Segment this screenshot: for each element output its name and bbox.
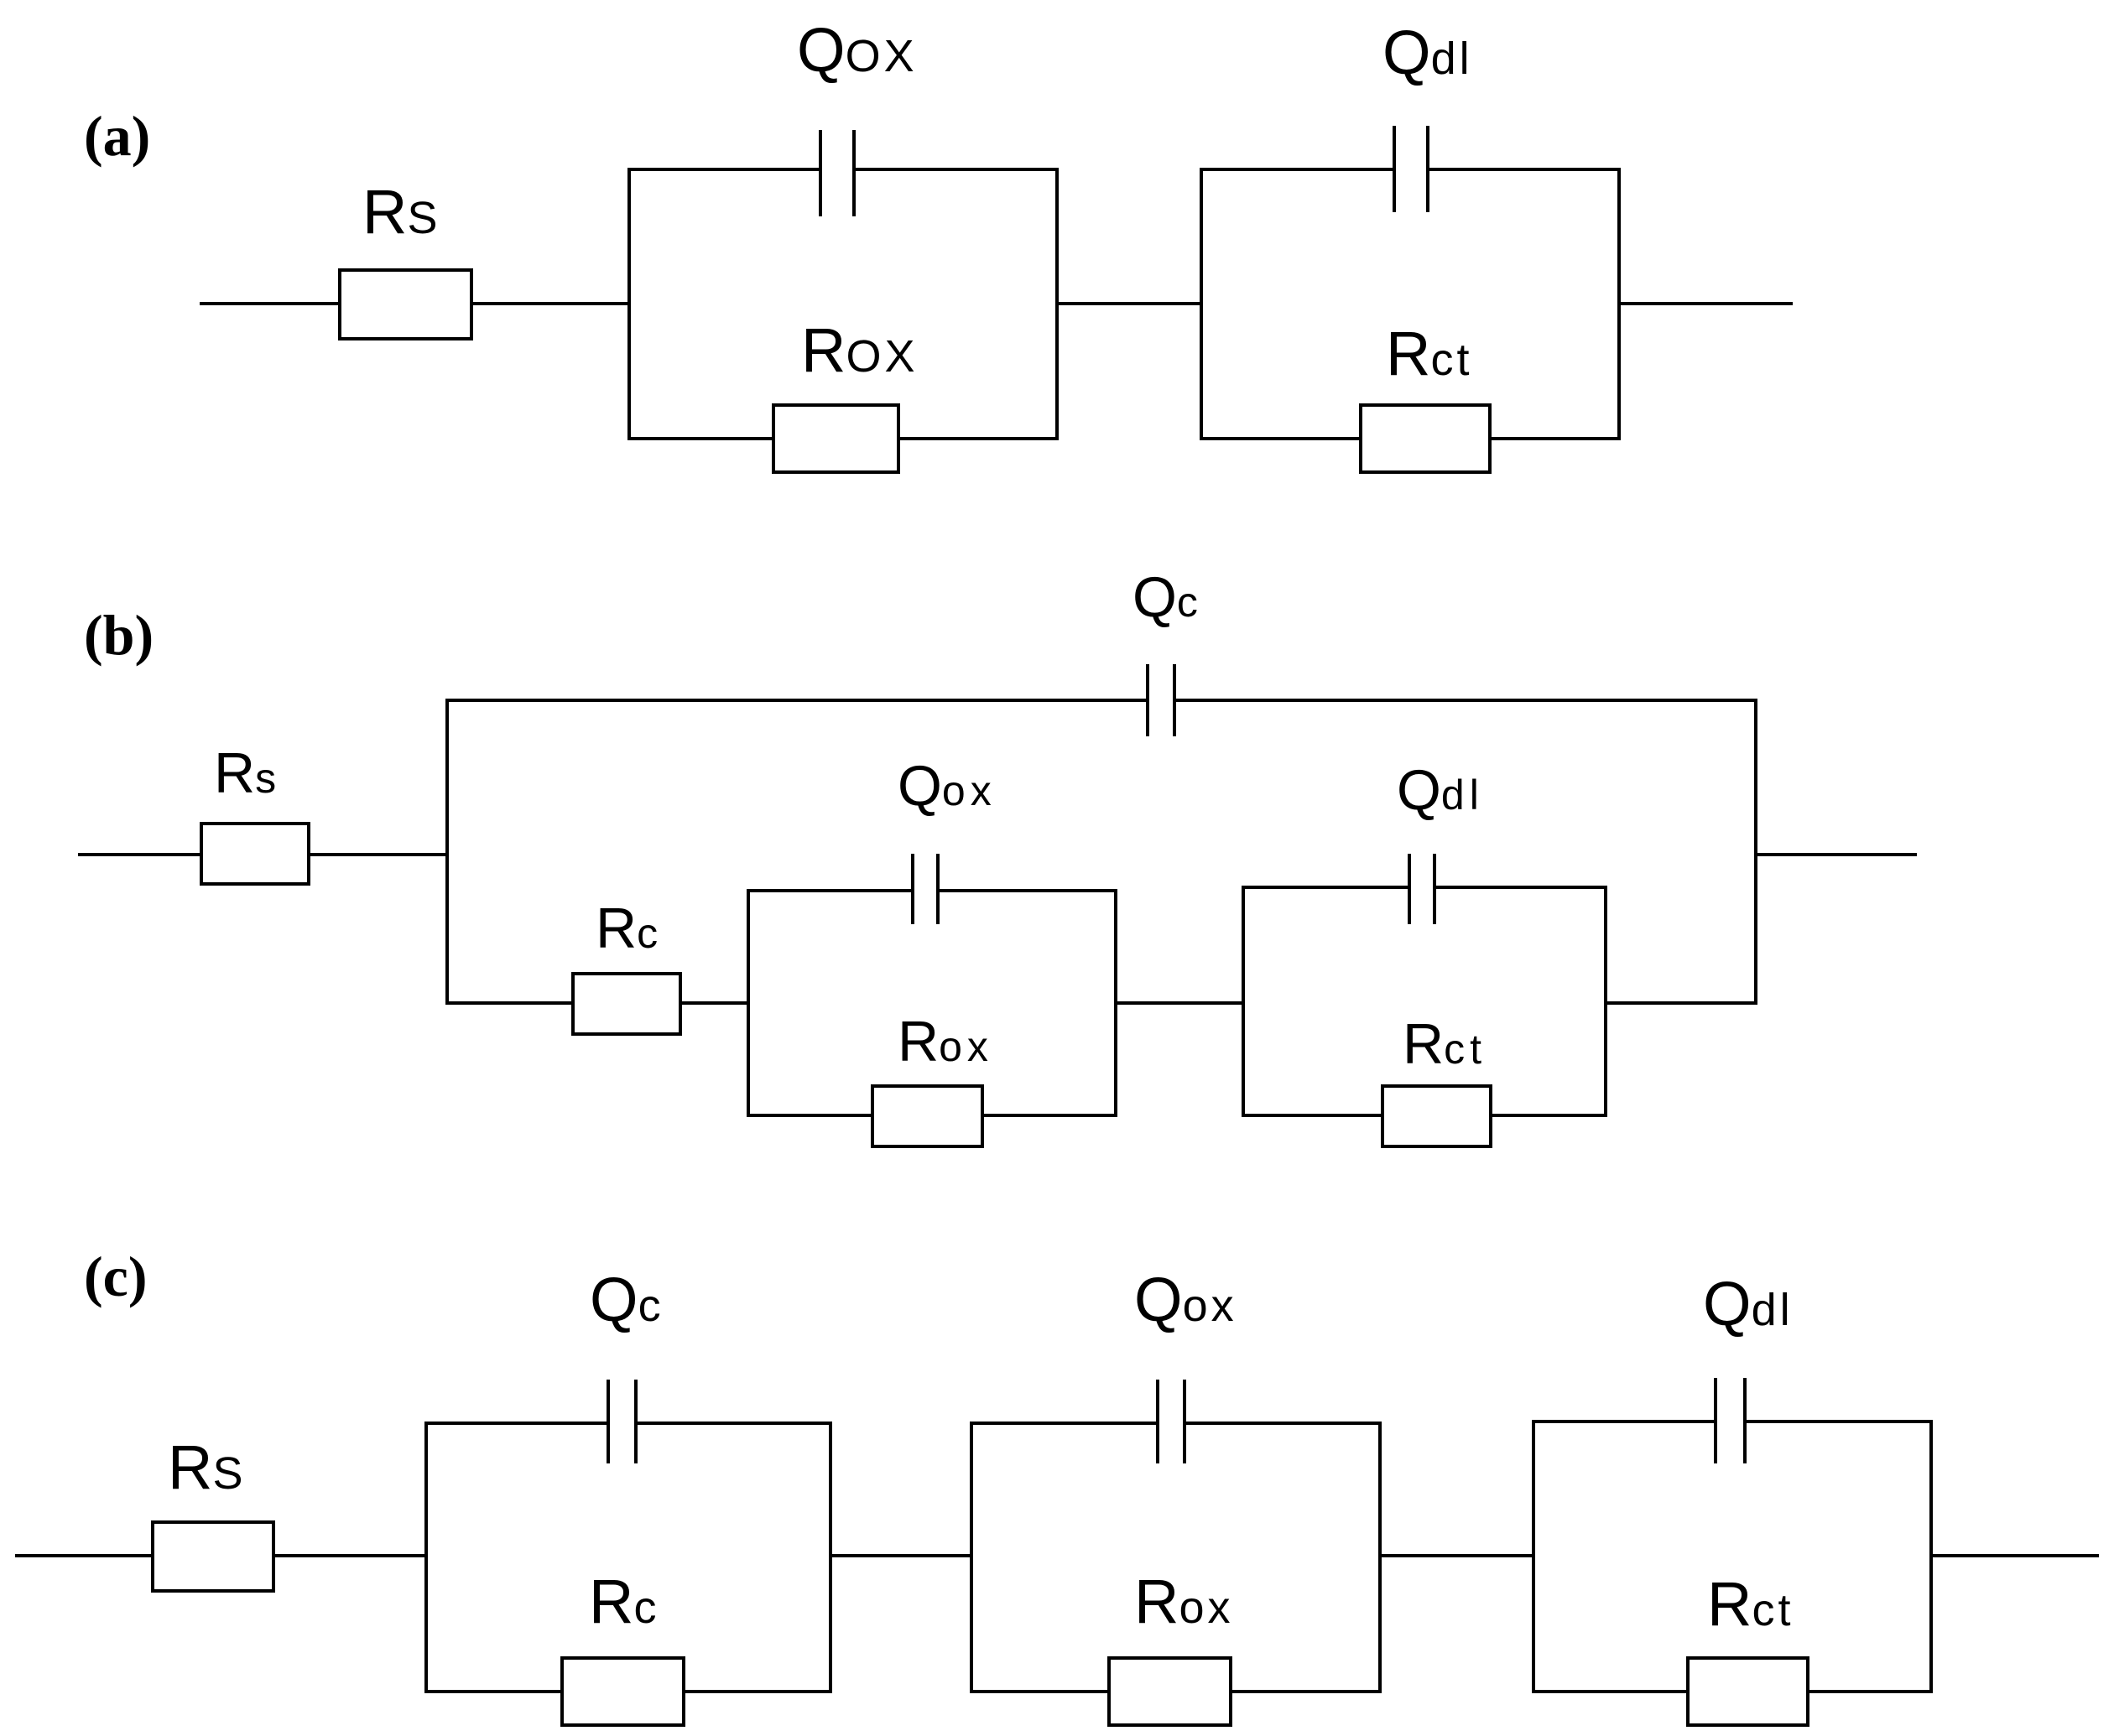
label-qox-c: Qox: [1134, 1265, 1237, 1334]
label-rs-a: RS: [362, 177, 440, 247]
panel-a-label: (a): [84, 104, 150, 168]
label-qox-b: Qox: [898, 754, 997, 818]
resistor-rox-c: [1107, 1656, 1232, 1727]
label-qdl-b: Qdl: [1397, 758, 1484, 822]
capacitor-qdl-b: [1408, 854, 1436, 924]
capacitor-qc-b: [1146, 664, 1176, 736]
resistor-rox-b: [871, 1084, 984, 1148]
resistor-rox-a: [772, 403, 900, 474]
label-qdl-a: Qdl: [1382, 18, 1473, 87]
label-qc-b: Qc: [1132, 565, 1203, 629]
wires-b: [78, 699, 1917, 1117]
resistor-rs-a: [338, 268, 473, 340]
label-rs-c: RS: [168, 1432, 246, 1502]
capacitor-qdl-c: [1714, 1378, 1747, 1463]
label-qox-a: QOX: [797, 15, 918, 85]
label-qdl-c: Qdl: [1703, 1269, 1794, 1338]
resistor-rc-b: [571, 972, 682, 1036]
capacitor-qox-b: [911, 854, 940, 924]
label-rct-b: Rct: [1403, 1012, 1487, 1076]
panel-b-label: (b): [84, 603, 154, 667]
resistor-rct-c: [1686, 1656, 1809, 1727]
resistor-rs-c: [151, 1520, 275, 1593]
resistor-rct-a: [1359, 403, 1492, 474]
label-rox-c: Rox: [1134, 1567, 1234, 1636]
wires-c: [15, 1420, 2099, 1693]
label-rs-b: Rs: [214, 741, 281, 805]
panel-c-label: (c): [84, 1245, 147, 1308]
resistor-rct-b: [1381, 1084, 1492, 1148]
resistor-rc-c: [560, 1656, 685, 1727]
capacitor-qox-c: [1156, 1380, 1186, 1463]
circuit-b: (b): [78, 565, 1917, 1148]
label-rox-b: Rox: [898, 1010, 993, 1073]
resistor-rs-b: [200, 822, 310, 886]
wires-a: [200, 168, 1793, 440]
label-rox-a: ROX: [801, 315, 918, 385]
label-qc-c: Qc: [590, 1265, 664, 1334]
label-rct-c: Rct: [1707, 1569, 1794, 1639]
label-rc-c: Rc: [589, 1567, 659, 1636]
capacitor-qox-a: [819, 130, 856, 216]
circuit-a: (a) RS QOX ROX Qdl Rct: [84, 15, 1793, 474]
capacitor-qdl-a: [1393, 126, 1429, 212]
label-rct-a: Rct: [1386, 319, 1472, 388]
label-rc-b: Rc: [596, 897, 663, 960]
circuit-c: (c): [15, 1245, 2099, 1727]
capacitor-qc-c: [607, 1380, 638, 1463]
